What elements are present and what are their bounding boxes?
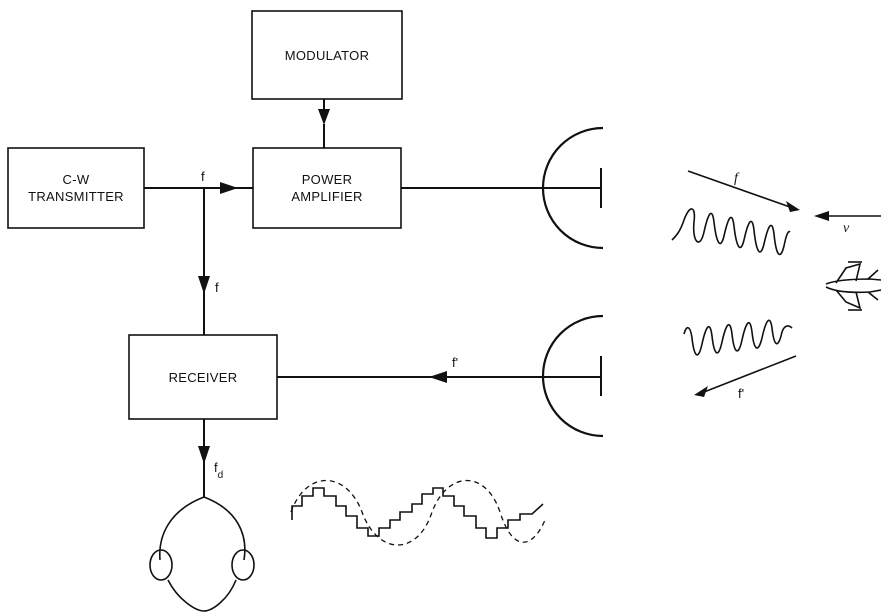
left-earpiece: [149, 549, 173, 581]
velocity-arrowhead: [814, 211, 829, 221]
doppler-sine-envelope: [290, 479, 546, 546]
return-wave-squiggle: [683, 319, 793, 356]
power-amplifier-block: POWER AMPLIFIER: [252, 147, 402, 229]
modulator-label: MODULATOR: [285, 48, 370, 63]
return-wave-arrow: [703, 355, 797, 393]
modulator-block: MODULATOR: [251, 10, 403, 100]
transmit-antenna: [541, 126, 604, 250]
outgoing-wave-arrow: [687, 170, 791, 208]
headphones-icon: [149, 496, 255, 612]
doppler-frequency-label: fd: [214, 460, 223, 481]
modulator-arrow: [318, 109, 330, 125]
amplifier-label-line2: AMPLIFIER: [291, 189, 362, 204]
right-earpiece: [231, 549, 255, 581]
return-wave-arrowhead: [694, 386, 708, 397]
outgoing-wave-arrowhead: [786, 201, 800, 212]
doppler-stepped-signal: [291, 487, 544, 539]
outgoing-wave-label: f: [734, 171, 740, 186]
aircraft-icon: [825, 261, 881, 311]
outgoing-wave-squiggle: [671, 208, 791, 256]
reference-frequency-label: f: [215, 280, 219, 295]
receiver-label: RECEIVER: [169, 370, 238, 385]
echo-arrow: [429, 371, 447, 383]
return-wave-label: f': [738, 386, 744, 401]
reference-arrow: [198, 276, 210, 294]
echo-frequency-label: f': [452, 355, 458, 370]
tx-arrow: [220, 182, 238, 194]
doppler-arrow: [198, 446, 210, 464]
parabolic-dish-icon: [541, 126, 604, 250]
doppler-subscript: d: [218, 470, 224, 481]
transmitter-label-line1: C-W: [63, 172, 90, 187]
amplifier-label-line1: POWER: [302, 172, 353, 187]
receiver-block: RECEIVER: [128, 334, 278, 420]
transmitter-label-line2: TRANSMITTER: [28, 189, 124, 204]
doppler-waveform: [290, 479, 546, 546]
doppler-f: f: [214, 460, 218, 475]
cw-transmitter-block: C-W TRANSMITTER: [7, 147, 145, 229]
velocity-label: v: [843, 221, 850, 236]
tx-frequency-label: f: [201, 169, 205, 184]
